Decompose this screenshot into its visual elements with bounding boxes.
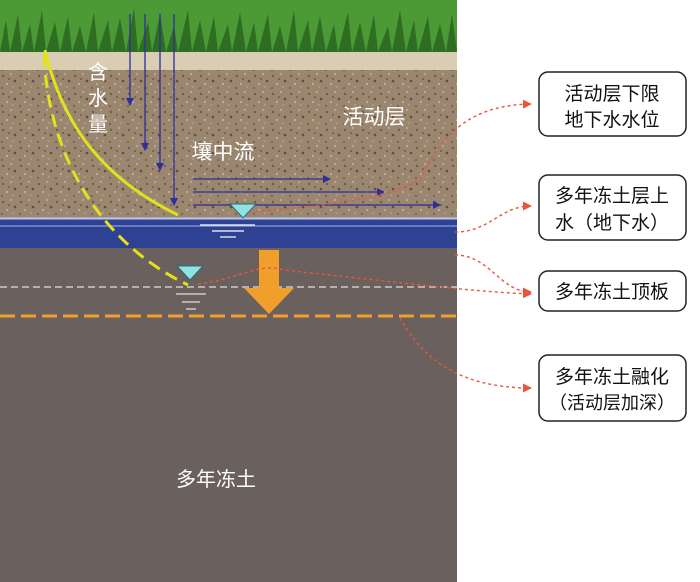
water-content-label-2: 水 [88, 86, 108, 110]
water-table-triangle-icon [228, 203, 258, 219]
soil-column [0, 0, 457, 582]
sand-strip [0, 50, 457, 70]
water-content-curve [43, 49, 179, 217]
callout-text: 多年冻土顶板 [555, 281, 669, 303]
permafrost-layer [0, 248, 457, 582]
callout-text: （活动层加深） [549, 393, 675, 414]
water-saturated-layer [0, 218, 457, 248]
infiltration-arrows [126, 14, 178, 206]
callout-supra-permafrost-water: 多年冻土层上 水（地下水） [538, 174, 687, 241]
callout-text: 多年冻土层上 [555, 185, 669, 207]
grass-blades [0, 8, 457, 52]
callout-connectors [197, 99, 532, 393]
callout-text: 多年冻土融化 [555, 366, 669, 388]
callout-text: 地下水水位 [564, 109, 659, 131]
water-table-triangle-icon [175, 265, 205, 281]
active-layer-label: 活动层 [343, 105, 406, 129]
water-ripples [200, 224, 255, 238]
permafrost-label: 多年冻土 [176, 467, 256, 491]
callout-text: 活动层下限 [564, 83, 659, 105]
callout-text: 水（地下水） [555, 212, 669, 234]
soil-flow-label: 壤中流 [192, 140, 255, 164]
callout-permafrost-thaw: 多年冻土融化 （活动层加深） [538, 354, 687, 422]
water-content-curve-deepened [42, 54, 189, 287]
callout-permafrost-table: 多年冻土顶板 [538, 270, 687, 312]
lower-ripples [176, 293, 206, 310]
water-content-label-1: 含 [88, 60, 108, 84]
water-content-label-3: 量 [88, 112, 108, 136]
callout-water-table: 活动层下限 地下水水位 [538, 71, 687, 137]
thaw-down-arrow-icon [244, 250, 294, 314]
